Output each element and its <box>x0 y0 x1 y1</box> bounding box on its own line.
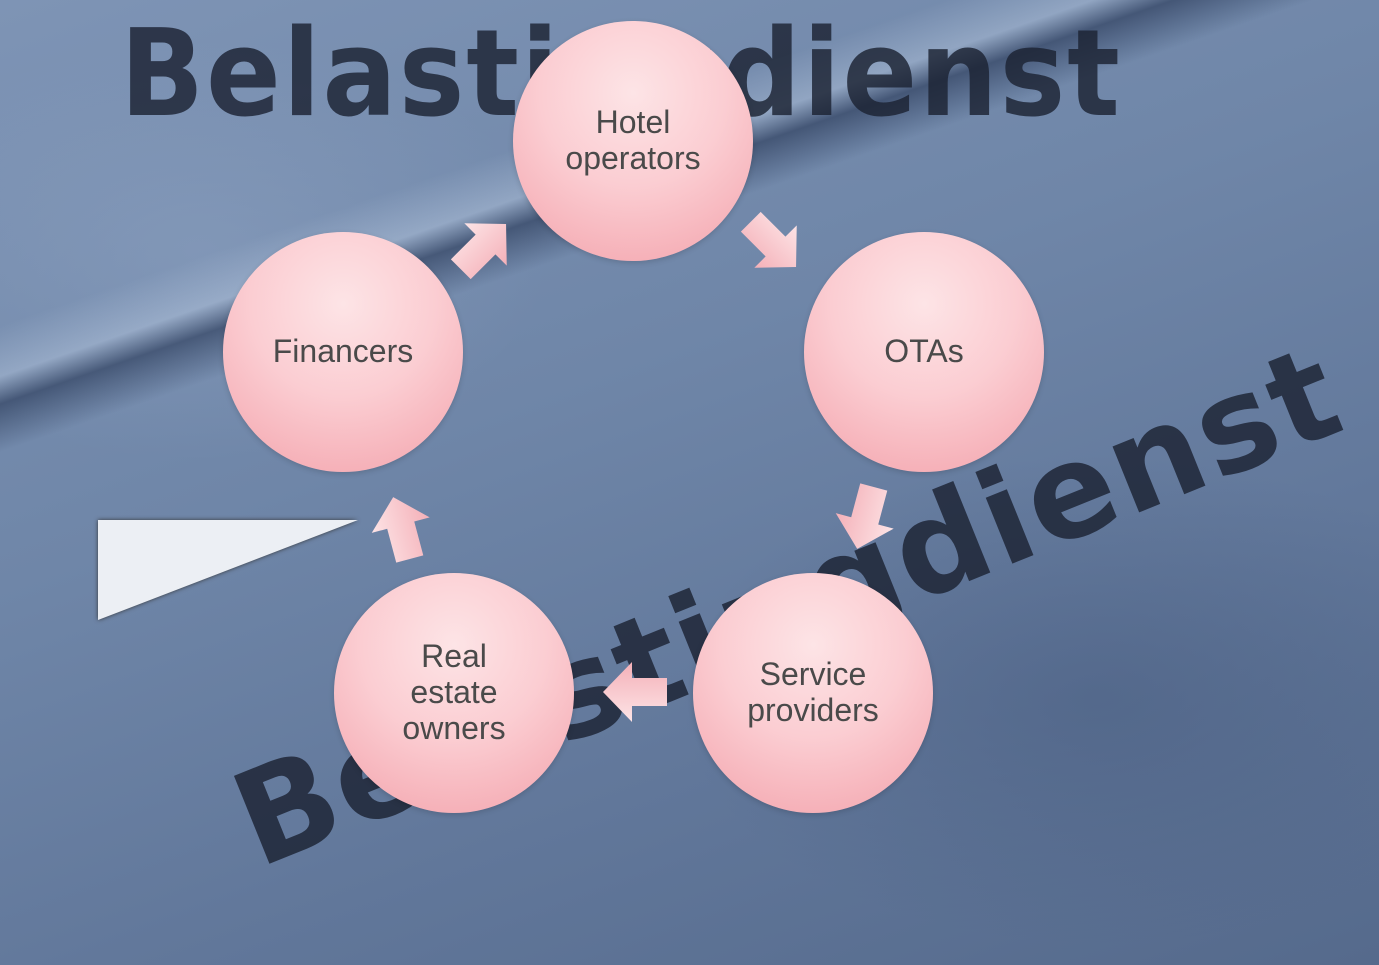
node-financers: Financers <box>223 232 463 472</box>
node-label: OTAs <box>884 333 964 370</box>
node-otas: OTAs <box>804 232 1044 472</box>
arrow-otas-to-service <box>835 483 894 549</box>
node-label: Service providers <box>747 656 879 728</box>
node-hotel-operators: Hotel operators <box>513 21 753 261</box>
node-service-providers: Service providers <box>693 573 933 813</box>
arrow-hotel-to-otas <box>740 211 797 268</box>
arrow-service-to-real-estate <box>603 662 667 722</box>
node-real-estate-owners: Real estate owners <box>334 573 574 813</box>
node-label: Hotel operators <box>565 104 701 176</box>
node-label: Real estate owners <box>402 638 506 746</box>
node-label: Financers <box>272 333 414 370</box>
arrow-financers-to-hotel <box>450 223 507 280</box>
envelope-window <box>98 520 358 620</box>
arrow-real-estate-to-financers <box>371 497 430 563</box>
